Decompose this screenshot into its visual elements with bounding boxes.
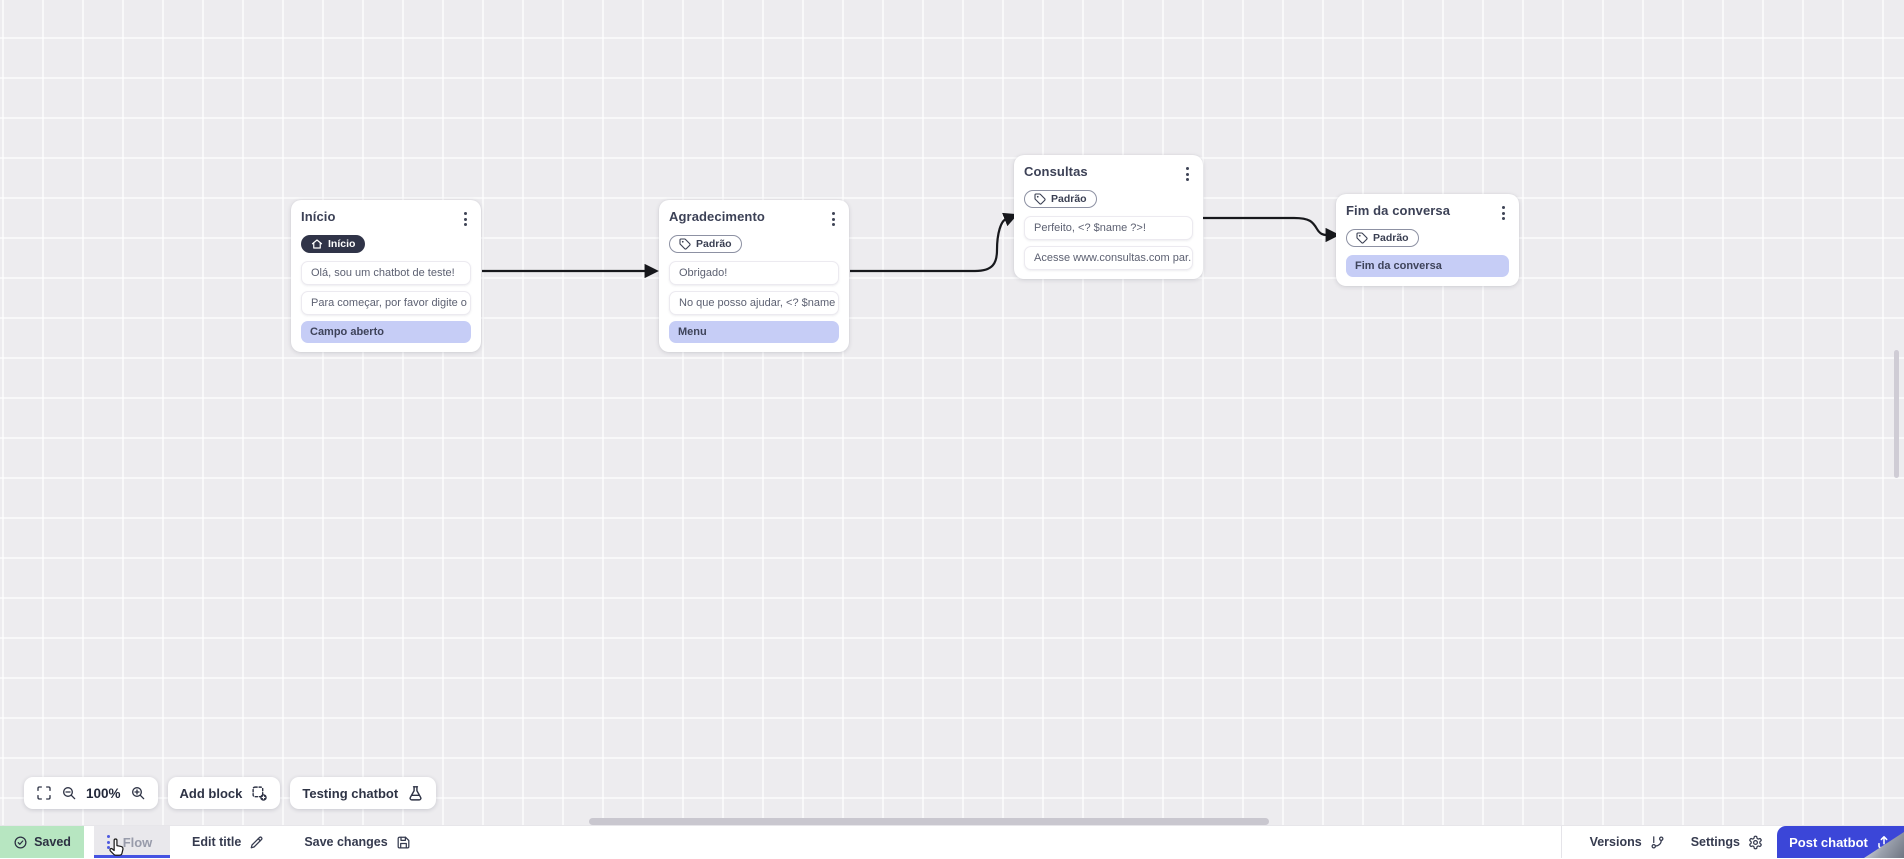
default-badge: Padrão [1346,229,1419,247]
gear-icon [1748,835,1763,850]
node-menu-button[interactable] [1182,164,1193,184]
badge-label: Padrão [1051,193,1087,205]
message-row[interactable]: Perfeito, <? $name ?>! [1024,216,1193,240]
flow-tab-menu-icon[interactable] [103,832,114,852]
status-bar: Saved Flow Edit title Save changes Versi… [0,825,1904,858]
save-icon [396,835,411,850]
action-row[interactable]: Menu [669,321,839,343]
fullscreen-icon[interactable] [36,785,52,801]
vertical-scrollbar[interactable] [1894,350,1899,478]
flow-canvas[interactable]: Início Início Olá, sou um chatbot de tes… [0,0,1904,825]
node-title: Consultas [1024,164,1088,179]
node-title: Início [301,209,336,224]
node-title: Fim da conversa [1346,203,1450,218]
add-block-label: Add block [180,786,243,801]
versions-button[interactable]: Versions [1590,826,1665,858]
start-badge: Início [301,235,365,253]
zoom-controls: 100% [24,777,158,809]
node-menu-button[interactable] [828,209,839,229]
tag-icon [679,238,691,250]
post-chatbot-label: Post chatbot [1789,835,1868,850]
zoom-in-icon[interactable] [130,785,146,801]
edit-title-label: Edit title [192,835,241,849]
node-menu-button[interactable] [460,209,471,229]
pencil-icon [249,835,264,850]
badge-label: Padrão [1373,232,1409,244]
node-title: Agradecimento [669,209,765,224]
tag-icon [1356,232,1368,244]
message-row[interactable]: Obrigado! [669,261,839,285]
action-row[interactable]: Campo aberto [301,321,471,343]
save-status-label: Saved [34,835,71,849]
testing-chatbot-button[interactable]: Testing chatbot [290,777,436,809]
settings-label: Settings [1691,835,1740,849]
post-chatbot-button[interactable]: Post chatbot [1777,826,1904,858]
horizontal-scrollbar[interactable] [589,818,1269,825]
node-agradecimento[interactable]: Agradecimento Padrão Obrigado! No que po… [659,200,849,352]
status-bar-right: Versions Settings Post chatbot [1561,826,1904,858]
add-block-icon [251,785,268,802]
zoom-level: 100% [86,786,121,801]
save-changes-label: Save changes [304,835,387,849]
message-row[interactable]: No que posso ajudar, <? $name ... [669,291,839,315]
message-row[interactable]: Para começar, por favor digite o ... [301,291,471,315]
node-consultas[interactable]: Consultas Padrão Perfeito, <? $name ?>! … [1014,155,1203,279]
tag-icon [1034,193,1046,205]
tab-flow[interactable]: Flow [94,826,170,858]
node-menu-button[interactable] [1498,203,1509,223]
testing-chatbot-label: Testing chatbot [302,786,398,801]
edit-title-button[interactable]: Edit title [192,826,264,858]
versions-branch-icon [1650,835,1665,850]
home-icon [311,238,323,250]
save-status-badge: Saved [0,826,84,858]
save-changes-button[interactable]: Save changes [304,826,410,858]
default-badge: Padrão [669,235,742,253]
flow-tab-label: Flow [114,835,161,850]
message-row[interactable]: Acesse www.consultas.com par... [1024,246,1193,270]
node-inicio[interactable]: Início Início Olá, sou um chatbot de tes… [291,200,481,352]
zoom-out-icon[interactable] [61,785,77,801]
badge-label: Padrão [696,238,732,250]
divider [1561,826,1562,858]
connection-arrows [0,0,1904,825]
message-row[interactable]: Olá, sou um chatbot de teste! [301,261,471,285]
settings-button[interactable]: Settings [1691,826,1763,858]
check-circle-icon [13,835,28,850]
flask-icon [407,785,424,802]
action-row[interactable]: Fim da conversa [1346,255,1509,277]
default-badge: Padrão [1024,190,1097,208]
canvas-toolbar: 100% Add block Testing chatbot [24,777,436,809]
add-block-button[interactable]: Add block [168,777,281,809]
versions-label: Versions [1590,835,1642,849]
node-fim-da-conversa[interactable]: Fim da conversa Padrão Fim da conversa [1336,194,1519,286]
badge-label: Início [328,238,355,250]
